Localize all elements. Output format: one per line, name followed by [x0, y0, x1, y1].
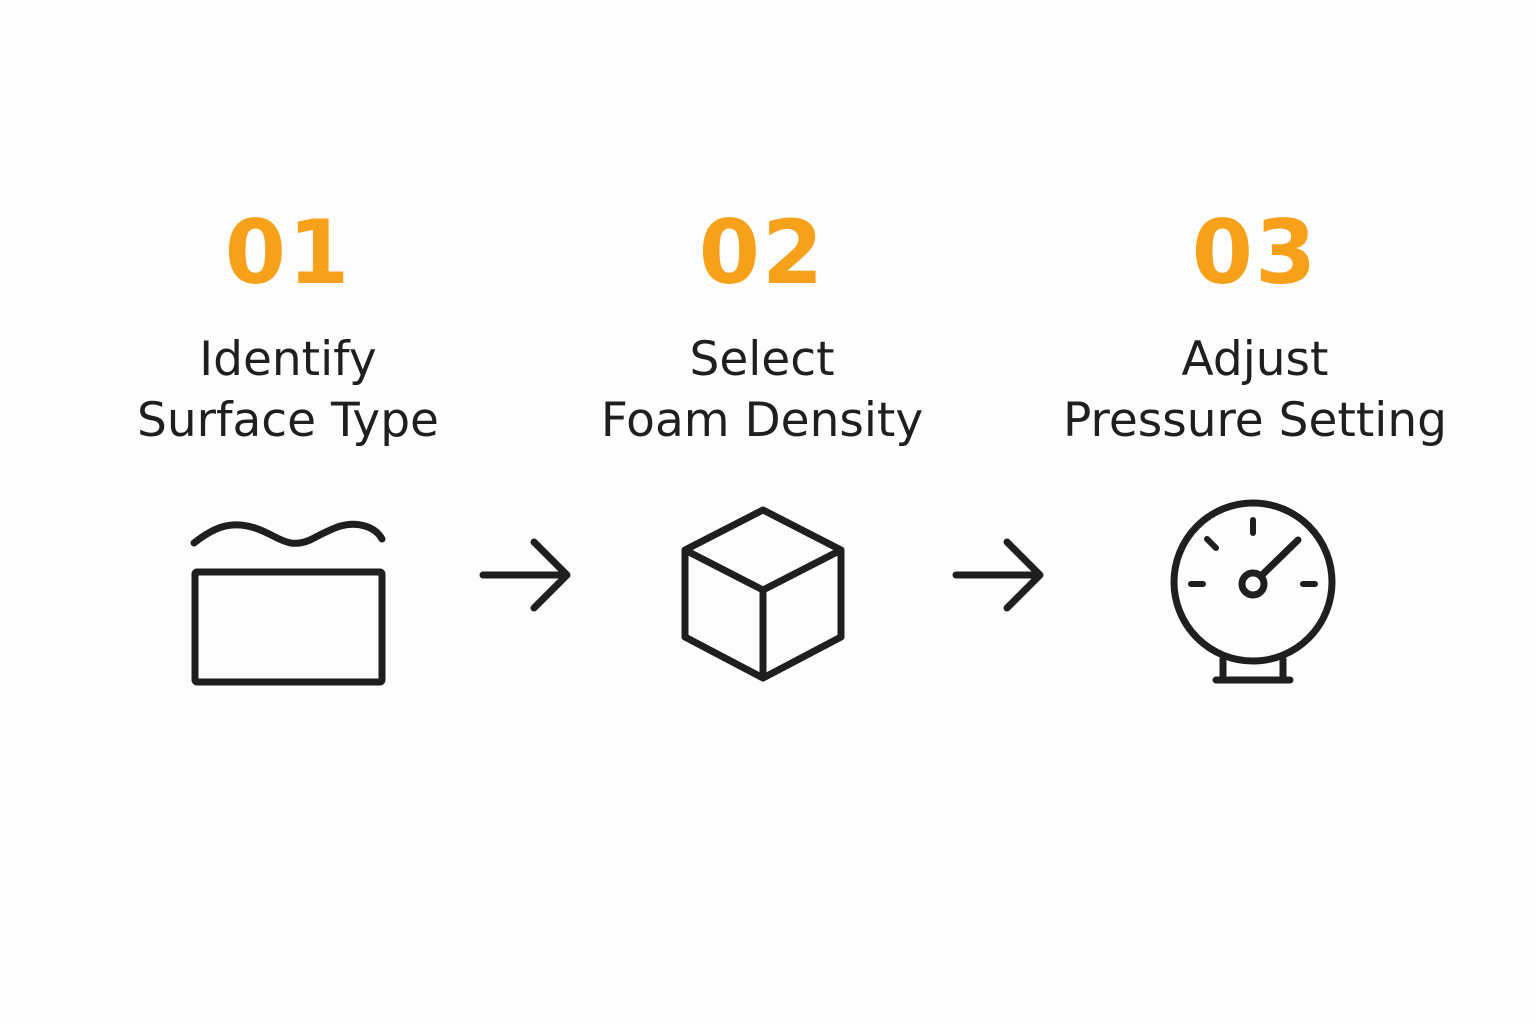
porous-surface-icon — [190, 520, 386, 686]
pressure-gauge-icon — [1170, 499, 1336, 684]
step-title-line-2: Foam Density — [600, 393, 924, 448]
step-number: 02 — [698, 201, 826, 304]
step-title: Adjust Pressure Setting — [1040, 329, 1470, 451]
step-title-line-2: Pressure Setting — [1063, 393, 1447, 448]
step-number: 03 — [1191, 201, 1319, 304]
foam-cube-icon — [681, 506, 845, 682]
step-title: Identify Surface Type — [88, 329, 488, 451]
step-title-line-1: Identify — [199, 332, 377, 387]
step-title-line-2: Surface Type — [137, 393, 439, 448]
step-number: 01 — [224, 201, 352, 304]
step-title-line-1: Adjust — [1181, 332, 1329, 387]
step-title-line-1: Select — [689, 332, 835, 387]
arrow-right-icon — [952, 538, 1044, 612]
arrow-right-icon — [479, 538, 571, 612]
step-title: Select Foam Density — [557, 329, 967, 451]
